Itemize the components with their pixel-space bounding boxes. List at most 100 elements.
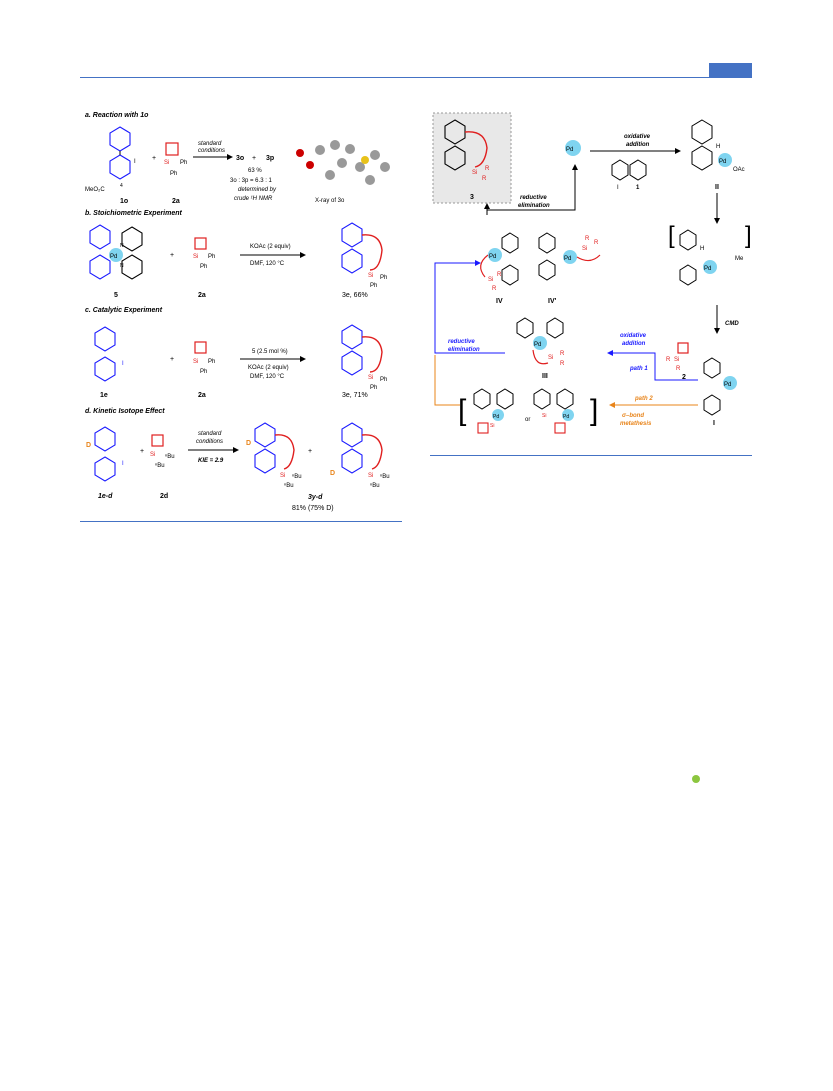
scheme-label: R (676, 366, 681, 372)
xray-structure-image (296, 140, 390, 185)
scheme-label: Si (368, 273, 373, 279)
scheme-label: Pd (564, 256, 571, 262)
scheme-label: R (585, 236, 590, 242)
scheme-label: + (252, 155, 256, 162)
scheme-label: + (152, 155, 156, 162)
scheme-label: R (482, 176, 487, 182)
scheme-label: Ph (170, 171, 177, 177)
scheme-left: a. Reaction with 1o I MeO₂C 4 1o + Si Ph… (85, 112, 390, 512)
scheme-label: I (617, 185, 619, 191)
scheme-label: conditions (198, 148, 225, 154)
scheme-label: Si (674, 357, 679, 363)
scheme-label: Ph (370, 385, 377, 391)
scheme-label: crude ¹H NMR (234, 196, 273, 202)
scheme-label: Si (150, 452, 155, 458)
scheme-label: or (525, 417, 530, 423)
scheme-label: determined by (238, 187, 277, 193)
scheme-label: Pd (489, 254, 496, 260)
scheme-label: II (715, 184, 719, 191)
scheme-label: elimination (518, 203, 550, 209)
scheme-label: elimination (448, 347, 480, 353)
scheme-label: + (140, 448, 144, 455)
scheme-label: KOAc (2 equiv) (250, 244, 291, 250)
scheme-label: Si (193, 254, 198, 260)
silacycle-2a (165, 142, 179, 156)
scheme-label: IV' (548, 298, 557, 305)
scheme-label: Si (368, 375, 373, 381)
scheme-label: N (120, 263, 124, 269)
scheme-label: + (308, 448, 312, 455)
scheme-label: 5 (114, 292, 118, 299)
scheme-label: R (485, 166, 490, 172)
scheme-label: [ (458, 394, 467, 427)
scheme-label: KOAc (2 equiv) (248, 365, 289, 371)
scheme-label: + (170, 252, 174, 259)
scheme-label: 2 (682, 374, 686, 381)
right-bottom-rule (430, 455, 752, 456)
scheme-label: Si (582, 246, 587, 252)
scheme-label: Si (542, 413, 546, 419)
scheme-label: MeO₂C (85, 187, 105, 193)
scheme-label: 2a (198, 292, 206, 299)
scheme-label: ] (745, 222, 752, 249)
scheme-label: 81% (75% D) (292, 505, 334, 512)
scheme-label: I (122, 461, 124, 467)
scheme-label: ] (590, 394, 598, 427)
scheme-label: path 2 (634, 396, 653, 402)
scheme-label: 5 (2.5 mol %) (252, 349, 288, 355)
scheme-label: Ph (208, 359, 215, 365)
scheme-label: Pd (563, 414, 569, 420)
scheme-label: Ph (200, 369, 207, 375)
scheme-label: X-ray of 3o (315, 198, 345, 204)
header-rule (80, 77, 752, 78)
scheme-label: Ph (208, 254, 215, 260)
left-bottom-rule (80, 521, 402, 522)
scheme-label: D (86, 442, 91, 449)
scheme-label: R (594, 240, 599, 246)
scheme-label: standard (198, 431, 222, 437)
scheme-label: Pd (110, 254, 117, 260)
scheme-label: Ph (380, 275, 387, 281)
header-bar-tab (709, 63, 752, 77)
scheme-label: Si (193, 359, 198, 365)
scheme-label: + (170, 356, 174, 363)
scheme-label: OAc (733, 167, 745, 173)
scheme-label: 63 % (248, 168, 262, 174)
scheme-label: Si (164, 160, 169, 166)
scheme-label: D (330, 470, 335, 477)
scheme-label: 3o : 3p = 6.3 : 1 (230, 178, 273, 184)
scheme-label: I (122, 361, 124, 367)
scheme-label: 1e-d (98, 493, 113, 500)
scheme-label: Ph (180, 160, 187, 166)
scheme-label: 4 (120, 183, 123, 189)
scheme-label: Ph (380, 377, 387, 383)
status-dot-icon (692, 775, 700, 783)
scheme-label: R (497, 272, 502, 278)
scheme-label: H (700, 246, 704, 252)
scheme-label: reductive (448, 339, 475, 345)
panel-b-title: b. Stoichiometric Experiment (85, 210, 183, 217)
scheme-label: 2a (172, 198, 180, 205)
scheme-label: H (716, 144, 720, 150)
scheme-label: Si (548, 355, 553, 361)
scheme-label: Ph (200, 264, 207, 270)
scheme-label: Pd (724, 382, 731, 388)
panel-c-title: c. Catalytic Experiment (85, 307, 163, 314)
scheme-label: IV (496, 298, 503, 305)
scheme-label: Si (488, 277, 493, 283)
scheme-label: ⁿBu (292, 473, 302, 480)
scheme-label: oxidative (620, 333, 647, 339)
scheme-label: standard (198, 141, 222, 147)
scheme-label: Pd (719, 159, 726, 165)
scheme-label: I (713, 420, 715, 427)
scheme-label: 1e (100, 392, 108, 399)
scheme-label: D (246, 440, 251, 447)
scheme-label: Pd (704, 266, 711, 272)
panel-d-title: d. Kinetic Isotope Effect (85, 408, 165, 415)
scheme-label: addition (622, 341, 646, 347)
scheme-label: ⁿBu (165, 453, 175, 460)
scheme-label: R (492, 286, 497, 292)
scheme-label: [ (668, 222, 675, 249)
scheme-label: R (560, 361, 565, 367)
scheme-label: 2a (198, 392, 206, 399)
